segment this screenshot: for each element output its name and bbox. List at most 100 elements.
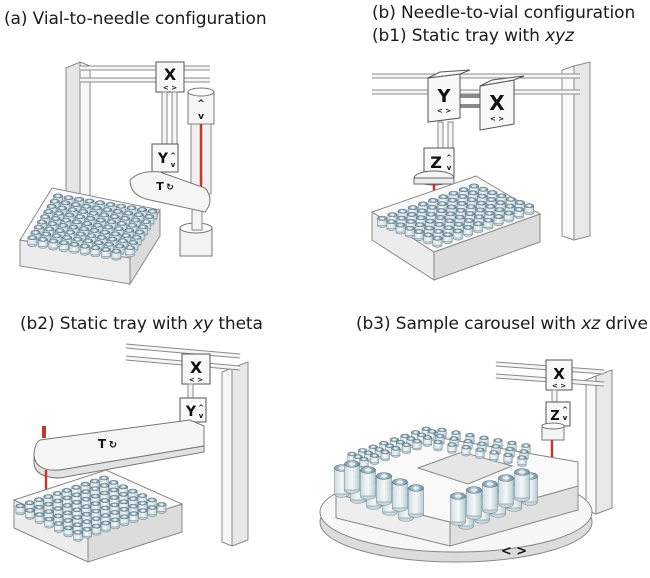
vial [58,240,69,253]
vial [63,525,74,538]
vial [344,460,360,494]
vial [473,221,484,234]
vial [433,439,443,452]
vial [15,503,25,516]
vial [111,248,122,261]
vial [53,521,64,533]
vial [475,447,485,459]
vial [101,247,111,259]
vial [125,245,136,258]
vial [482,480,498,514]
vial [69,242,80,254]
vial [37,236,48,249]
vial [498,474,514,508]
vial [423,232,434,245]
panel-b1-diagram: Y < > X < > Z ^ v [370,61,591,281]
y-axis-label-b1: Y [436,86,451,107]
svg-text:< >: < > [163,84,177,92]
svg-text:v: v [199,412,204,420]
vial [442,232,453,244]
theta-label-b2: T [98,437,107,451]
vial [386,219,397,232]
carousel-rotation-indicator: < > [501,544,527,559]
vial-tray-b1 [377,183,535,248]
panel-b1-label: (b1) Static tray with xyz [372,26,574,46]
svg-text:v: v [447,164,452,172]
vial [401,442,411,454]
vial [380,449,390,462]
vial [44,516,54,529]
vial [404,225,415,238]
svg-text:< >: < > [490,115,504,123]
vial [408,484,424,518]
vial [463,225,473,237]
z-axis-label-b1: Z [430,153,442,172]
vial [395,222,406,235]
x-axis-label-b2: X [190,358,203,377]
vial [129,511,139,523]
vial [147,505,158,517]
panel-a-diagram: X < > ^ v Y ^ v T ↻ [19,61,215,286]
svg-text:< >: < > [437,107,451,115]
vial [423,435,433,447]
vial [514,207,524,219]
vial [25,508,35,520]
y-axis-label-b2: Y [185,404,197,420]
vial [80,243,90,256]
vial-tray-b2 [15,475,167,542]
vial [376,472,392,506]
y-axis-label-a: Y [157,151,169,167]
vial [360,466,376,500]
vial [452,228,463,241]
vial [377,216,388,228]
svg-text:^: ^ [198,404,204,412]
panel-b3-label: (b3) Sample carousel with xz drive [356,314,648,334]
vial [90,245,101,258]
vial [392,478,408,512]
theta-label-a: T [156,180,164,193]
vial [517,455,527,467]
z-axis-label-b3: Z [550,409,559,424]
panel-b-label: (b) Needle-to-vial configuration [372,3,636,23]
vial [91,523,102,536]
vial [461,445,471,457]
vial [493,214,504,226]
x-axis-label-b3: X [553,365,565,383]
vial [110,517,120,530]
vial [432,235,443,248]
panel-b3-diagram: X < > Z ^ v < > [319,359,613,563]
x-axis-label-b1: X [489,91,505,115]
vial [447,442,457,454]
svg-text:v: v [563,414,568,422]
vial-tray-a [27,193,158,261]
vial [503,210,514,223]
vial [489,450,499,462]
vial [82,526,92,539]
vial [514,468,530,502]
svg-text:v: v [171,161,176,169]
panel-b2-diagram: X < > Y ^ v T ↻ [12,343,249,563]
svg-text:^: ^ [170,152,176,160]
svg-text:^: ^ [562,406,568,414]
svg-text:↻: ↻ [166,183,174,193]
vial [73,530,83,542]
panel-b2-label: (b2) Static tray with xy theta [20,314,263,334]
vial [412,439,422,451]
vial [101,520,111,533]
vial [156,502,167,514]
svg-text:v: v [198,112,204,122]
x-axis-label-a: X [164,65,177,84]
vial [503,452,513,465]
vial [466,486,482,520]
svg-text:^: ^ [197,99,205,109]
vial [391,446,401,458]
vial [48,238,59,251]
vial [370,453,380,465]
svg-text:↻: ↻ [109,440,117,451]
svg-text:^: ^ [446,154,452,162]
vial [119,514,130,527]
vial [27,235,38,247]
vial [450,492,466,526]
vial [138,508,148,520]
vial [483,217,494,230]
